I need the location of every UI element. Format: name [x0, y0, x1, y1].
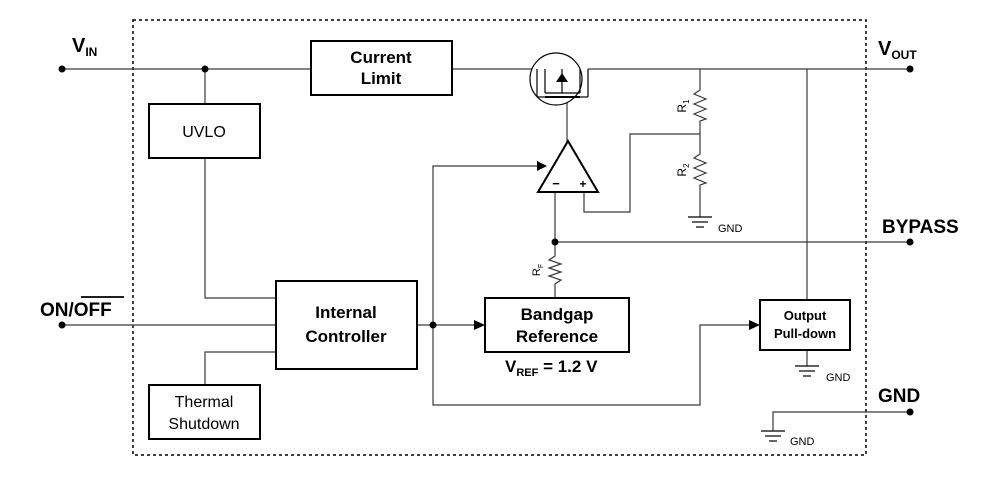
internal-controller-block: Internal Controller: [275, 280, 418, 370]
resistor-r1-icon: [692, 86, 708, 124]
pin-dot-vin[interactable]: [58, 65, 66, 73]
current-limit-label-line2: Limit: [361, 69, 402, 88]
pin-dot-on-off[interactable]: [58, 321, 66, 329]
vref-main: V: [505, 357, 517, 376]
resistor-rf-icon: [547, 252, 563, 288]
r1-label: R1: [675, 99, 691, 113]
r1-main: R: [675, 104, 689, 113]
pin-label-on-off: ON/OFF: [40, 300, 112, 321]
uvlo-block: UVLO: [148, 103, 261, 159]
ground-icon-pulldown: GND: [795, 365, 851, 384]
vref-value: = 1.2 V: [538, 357, 598, 376]
junction-dot-bypass-node: [551, 238, 559, 246]
rf-main: R: [531, 268, 543, 276]
r1-sub: 1: [682, 99, 691, 104]
pin-label-vout: VOUT: [878, 38, 917, 62]
bandgap-label-line2: Reference: [516, 327, 598, 346]
wires: [62, 68, 910, 431]
pin-dot-gnd[interactable]: [906, 408, 914, 416]
pin-label-vin: VIN: [72, 35, 97, 59]
uvlo-label: UVLO: [182, 124, 226, 141]
output-pulldown-label-line1: Output: [784, 308, 827, 323]
gnd-label-pin: GND: [790, 436, 815, 448]
current-limit-block: Current Limit: [310, 40, 453, 96]
ground-icon-pin: GND: [761, 430, 815, 448]
junction-dot-vin-uvlo: [201, 65, 209, 73]
error-amplifier-icon: − +: [536, 139, 600, 193]
rf-sub: F: [538, 264, 545, 268]
thermal-shutdown-block: Thermal Shutdown: [148, 384, 261, 440]
bandgap-reference-block: Bandgap Reference: [484, 297, 630, 353]
arrow-to-bandgap: [474, 320, 485, 330]
arrow-to-amp-minus: [537, 161, 547, 171]
vout-main: V: [878, 38, 892, 60]
svg-text:RF: RF: [531, 264, 545, 276]
pin-dot-bypass[interactable]: [906, 238, 914, 246]
vin-main: V: [72, 35, 86, 57]
vin-sub: IN: [85, 45, 97, 59]
output-pulldown-block: Output Pull-down: [759, 299, 851, 351]
resistor-r2-icon: [692, 150, 708, 188]
amp-minus-sign: −: [552, 176, 560, 191]
thermal-shutdown-label-line1: Thermal: [175, 394, 234, 411]
ground-icon-divider: GND: [688, 216, 743, 235]
on-off-on: ON/: [40, 300, 75, 321]
device-boundary: [132, 19, 867, 456]
gnd-label-pulldown: GND: [826, 372, 851, 384]
pin-label-bypass: BYPASS: [882, 217, 959, 238]
pin-dot-vout[interactable]: [906, 65, 914, 73]
arrow-to-pulldown: [749, 320, 760, 330]
bandgap-label-line1: Bandgap: [521, 305, 594, 324]
amp-plus-sign: +: [579, 177, 586, 191]
r2-label: R2: [675, 163, 691, 177]
thermal-shutdown-label-line2: Shutdown: [168, 416, 239, 433]
vref-label: VREF = 1.2 V: [505, 357, 598, 379]
junction-dot-controller-out: [429, 321, 437, 329]
output-pulldown-label-line2: Pull-down: [774, 326, 836, 341]
vref-sub: REF: [516, 367, 538, 379]
svg-text:R1: R1: [675, 99, 691, 113]
svg-text:VREF = 1.2 V: VREF = 1.2 V: [505, 357, 598, 379]
on-off-off: OFF: [74, 300, 112, 321]
r2-main: R: [675, 168, 689, 177]
internal-controller-label-line2: Controller: [305, 327, 387, 346]
gnd-label-divider: GND: [718, 223, 743, 235]
vout-sub: OUT: [891, 48, 917, 62]
internal-controller-label-line1: Internal: [315, 303, 376, 322]
svg-text:R2: R2: [675, 163, 691, 177]
r2-sub: 2: [682, 163, 691, 168]
pin-label-gnd: GND: [878, 386, 920, 407]
pass-transistor-icon: [529, 52, 589, 106]
rf-label: RF: [531, 264, 545, 276]
current-limit-label-line1: Current: [350, 48, 412, 67]
